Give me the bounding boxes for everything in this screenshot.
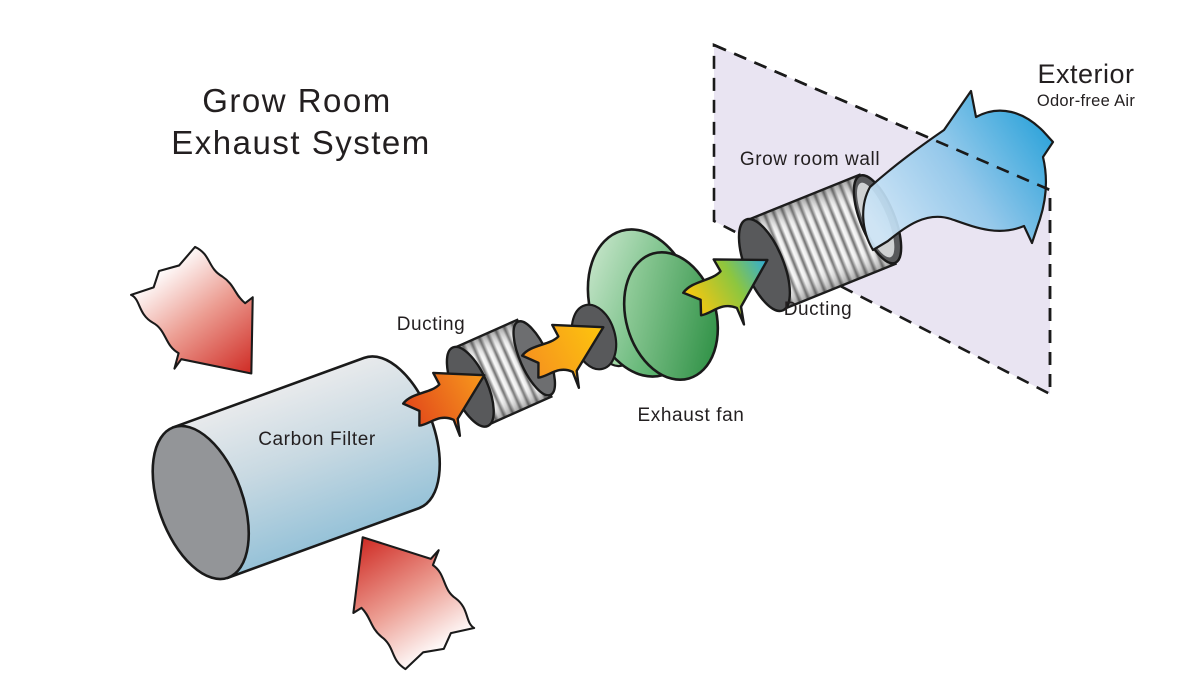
wall-dashed-border-overlay [713, 43, 1052, 394]
exterior-subheading: Odor-free Air [1037, 92, 1136, 110]
ducting-1-label: Ducting [397, 314, 466, 335]
intake-air-arrow-top-shape [130, 245, 254, 375]
flow-arrow-fan-to-duct-shape [682, 258, 769, 326]
grow-room-wall-label: Grow room wall [740, 149, 880, 170]
flow-arrow-filter-to-duct [401, 371, 486, 437]
ducting-2 [737, 173, 903, 313]
diagram-title-line1: Grow Room [202, 82, 392, 119]
flow-arrow-duct-to-fan-shape [520, 323, 605, 389]
carbon-filter-end-cap [151, 424, 251, 581]
flow-arrow-filter-to-duct-shape [401, 371, 486, 437]
flow-arrow-duct-to-fan [520, 323, 605, 389]
intake-air-arrow-bottom-shape [352, 536, 476, 671]
carbon-filter-label: Carbon Filter [258, 429, 376, 450]
ducting-2-label: Ducting [784, 299, 853, 320]
exhaust-fan-label: Exhaust fan [638, 405, 745, 426]
intake-air-arrow-top [130, 245, 254, 375]
flow-arrow-fan-to-duct [682, 258, 769, 326]
exterior-heading: Exterior [1037, 59, 1134, 89]
diagram-title-line2: Exhaust System [171, 124, 430, 161]
exhaust-air-arrow [862, 89, 1055, 252]
intake-air-arrow-bottom [352, 536, 476, 671]
